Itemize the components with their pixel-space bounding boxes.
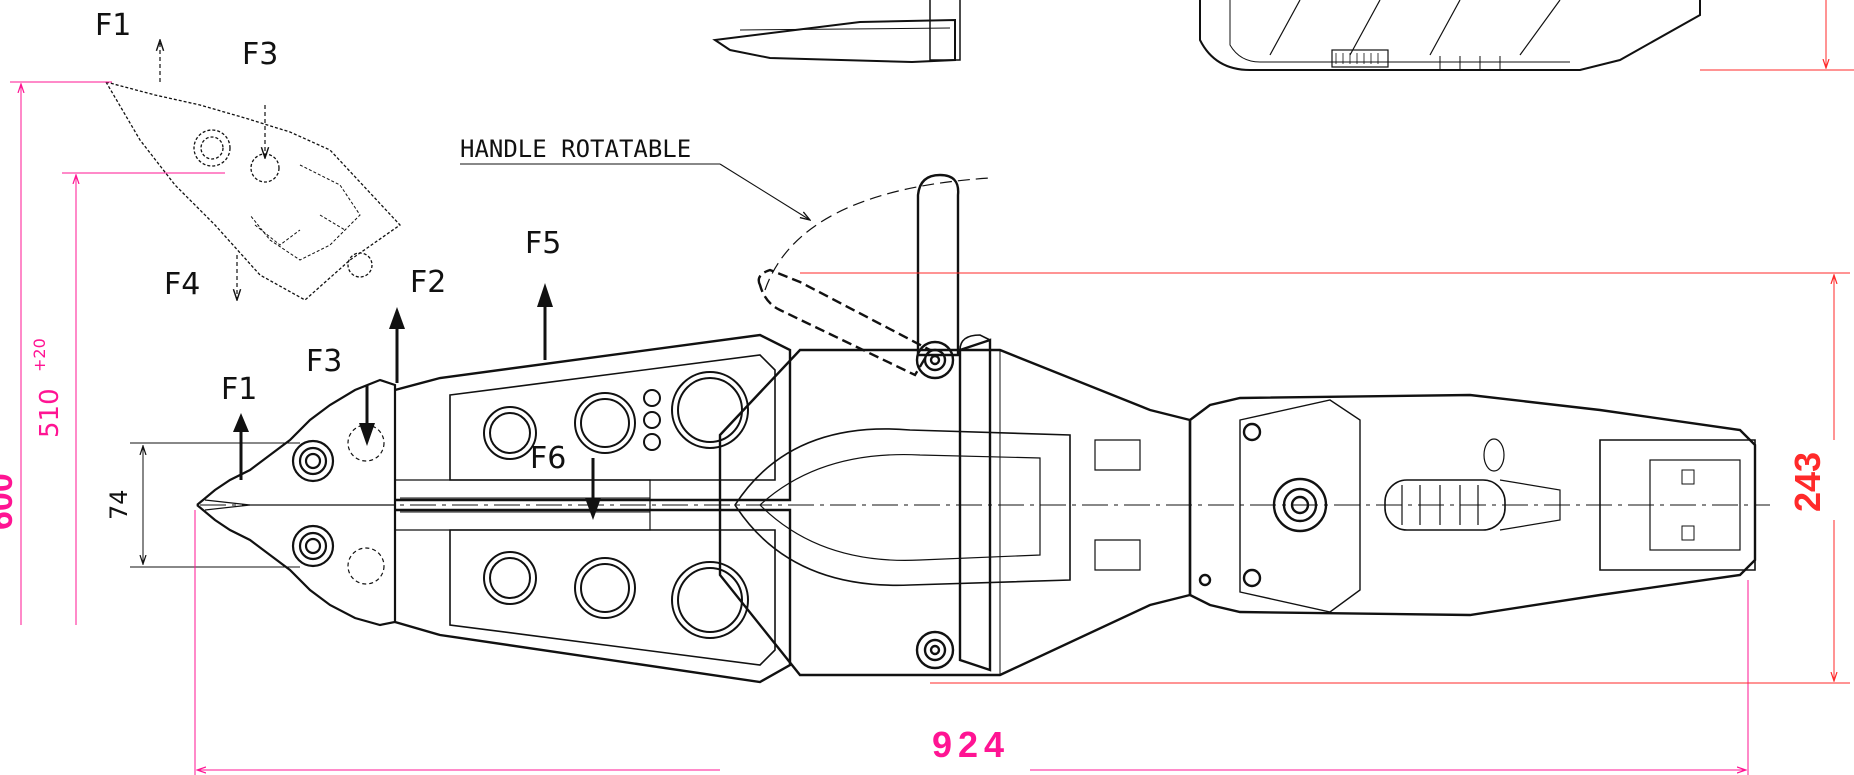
tip-opening-dimension: [130, 442, 300, 568]
cutter-jaws: [196, 378, 397, 627]
force-arrows: [233, 283, 601, 520]
opening-510-value: 510: [35, 388, 65, 438]
force-label-f1: F1: [221, 372, 257, 407]
inset-label-f3: F3: [242, 37, 278, 72]
opening-tolerance: +20: [30, 338, 49, 372]
force-label-f2: F2: [410, 265, 446, 300]
carry-handle[interactable]: [757, 173, 992, 672]
jaw-detail-inset: [104, 80, 401, 301]
force-label-f6: F6: [530, 441, 566, 476]
overall-length-value: 924: [932, 724, 1010, 765]
force-label-f3: F3: [306, 344, 342, 379]
magenta-dimensions: [10, 81, 1749, 775]
handle-callout-leader: [460, 163, 810, 220]
top-view-dimension: [1700, 0, 1854, 71]
height-value: 243: [1787, 452, 1828, 512]
inset-force-arrows: [160, 40, 265, 300]
force-label-f5: F5: [525, 226, 561, 261]
inset-label-f1: F1: [95, 8, 131, 43]
top-view-partial: [712, 0, 1701, 71]
cut-off-dimension-value: 600: [0, 473, 20, 530]
jaw-body: [394, 333, 792, 684]
inset-label-f4: F4: [164, 267, 200, 302]
tip-opening-value: 74: [105, 489, 133, 520]
handle-rotatable-label: HANDLE ROTATABLE: [460, 135, 691, 163]
height-dimension: [800, 272, 1850, 684]
handle-swing-arc: [764, 177, 991, 291]
